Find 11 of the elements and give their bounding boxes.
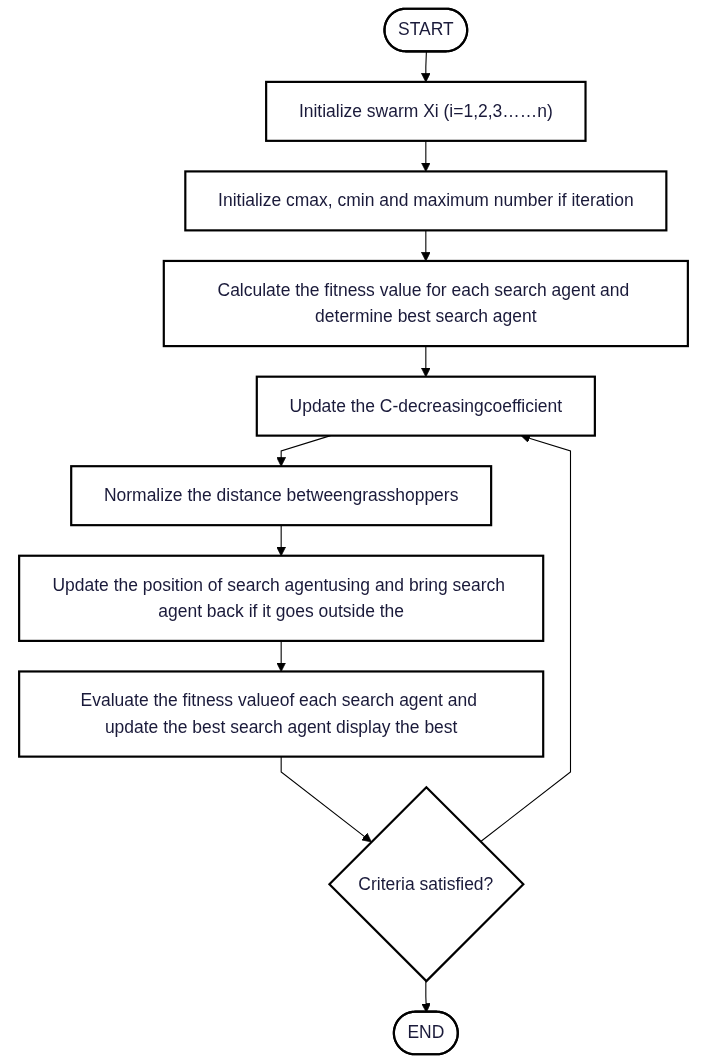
node-box: Update the position of search agentusing and bring search agent back if it goes outside the [18, 554, 545, 642]
arrow [276, 640, 286, 672]
node-box: Evaluate the fitness valueof each search agent and update the best search agent display the best [18, 670, 545, 758]
node-box: Calculate the fitness value for each search agent and determine best search agent [162, 259, 689, 348]
arrow [280, 756, 372, 843]
node-box: Normalize the distance betweengrasshoppers [70, 465, 493, 527]
node-box: Update the C-decreasingcoefficient [255, 375, 596, 437]
node-box: Initialize cmax, cmin and maximum number if iteration [184, 170, 668, 232]
arrow [421, 140, 431, 172]
node-diamond: Criteria satisfied? [327, 785, 525, 983]
node-box: Initialize swarm Xi (i=1,2,3……n) [265, 80, 587, 142]
